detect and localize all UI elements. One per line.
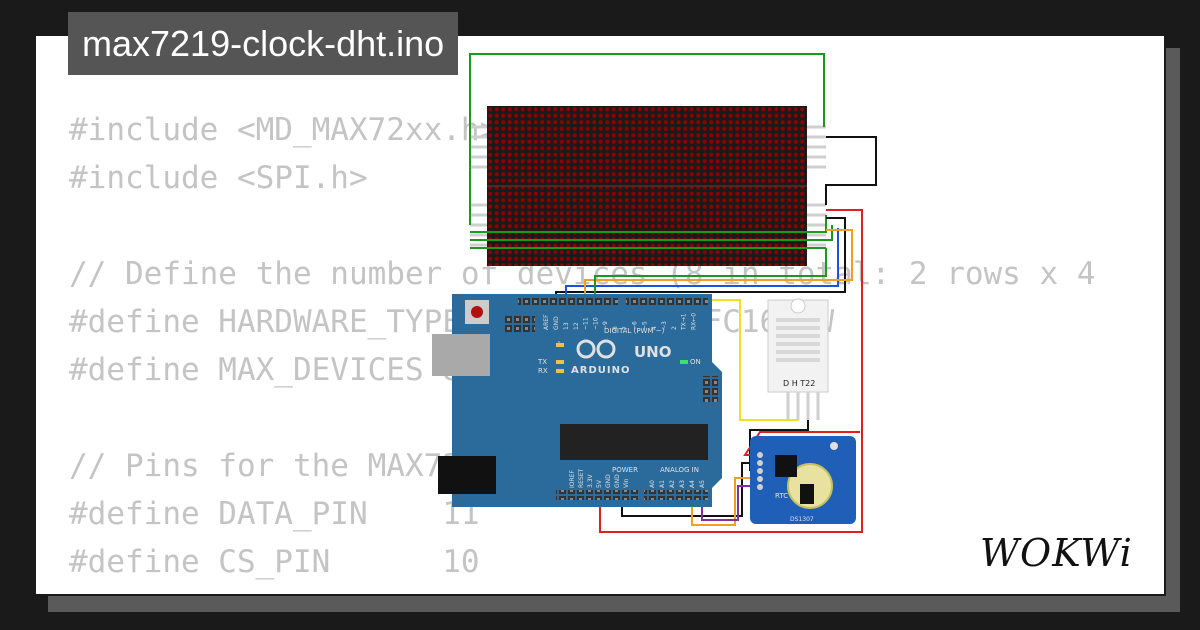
matrix-pins-left [470,125,487,247]
led-tx-label: TX [537,358,547,366]
code-preview: #include <MD_MAX72xx.h> #include <SPI.h> /… [69,106,1096,594]
wire-black-loop [825,136,877,205]
matrix-pins-right [807,125,826,247]
pin-label: 2 [671,326,678,330]
dht22-sensor[interactable]: D H T22 [767,298,829,420]
analog-pin-label: A0 [649,480,656,488]
led-rx-label: RX [538,367,548,375]
code-line: // Pins for the MAX7219 [69,448,499,484]
arduino-brand: ARDUINO [571,365,630,376]
pin-label: Vin [623,478,630,488]
led-on-label: ON [690,358,701,366]
pin-label: RESET [578,468,585,488]
wire-green-a [470,215,827,233]
usb-port [432,334,490,376]
digital-label: DIGITAL (PWM ~) [604,327,665,335]
wire-orange-sda [691,477,760,526]
pin-label: 4 [651,326,658,330]
code-line: #include <MD_MAX72xx.h> [69,112,499,148]
power-jack [438,456,496,494]
pin-label: ~9 [602,321,609,330]
wokwi-logo: WOKWi [980,531,1133,575]
power-label: POWER [612,466,638,474]
code-line: #define CS_PIN 10 [69,544,480,580]
dht-label: D H T22 [783,379,815,388]
rtc-chip: DS1307 [790,516,814,523]
wire-green-top [469,53,825,215]
analog-pin-label: A5 [699,480,706,488]
wire-orange-data [584,229,853,305]
pin-label: 7 [622,326,629,330]
pin-label: ~5 [641,321,648,330]
code-line: #include <SPI.h> [69,160,368,196]
analog-pin-label: A4 [689,480,696,488]
wire-purple-scl [701,485,760,521]
analog-label: ANALOG IN [660,466,699,474]
code-line: #define DATA_PIN 11 [69,496,480,532]
pin-label: GND [605,474,612,488]
wire-green-cs [594,248,827,305]
arduino-model: UNO [634,343,672,361]
rtc-module[interactable]: RTC DS1307 [750,436,856,524]
arduino-logo [576,339,616,359]
led-matrix[interactable] [470,106,826,266]
analog-header [644,490,708,500]
analog-pin-label: A2 [669,480,676,488]
pin-label: GND [614,474,621,488]
digital-header-1 [518,296,618,306]
pin-label: 13 [563,322,570,330]
pin-label: TX→1 [681,313,688,331]
pin-label: IOREF [569,470,576,488]
wokwi-wordmark: WOKWi [980,531,1133,575]
wire-black-gnd [621,462,760,517]
pin-label: AREF [543,314,550,330]
wire-red-vcc [599,209,863,533]
pin-label: ~3 [661,321,668,330]
pin-label: ~6 [632,321,639,330]
pin-label: ~10 [592,317,599,330]
pin-label: 8 [612,326,619,330]
rtc-label: RTC [775,492,788,500]
analog-pin-label: A1 [659,480,666,488]
pin-label: 12 [573,322,580,330]
power-header [556,490,638,500]
project-title: max7219-clock-dht.ino [68,12,459,75]
arduino-uno[interactable]: DIGITAL (PWM ~) L TX RX ON ARDUINO UNO P… [432,294,722,507]
pin-label: 5V [596,479,603,488]
pin-label: RX←0 [690,313,697,330]
analog-pin-label: A3 [679,480,686,488]
pin-label: 3.3V [587,473,594,488]
pin-label: ~11 [583,317,590,330]
microcontroller-chip [560,424,708,460]
digital-header-2 [626,296,708,306]
wires [469,53,877,533]
code-line: #define CLK_PIN 13 [69,586,1096,594]
code-line: // Define the number of devices (8 in to… [69,256,1096,292]
pin-label: GND [553,316,560,330]
